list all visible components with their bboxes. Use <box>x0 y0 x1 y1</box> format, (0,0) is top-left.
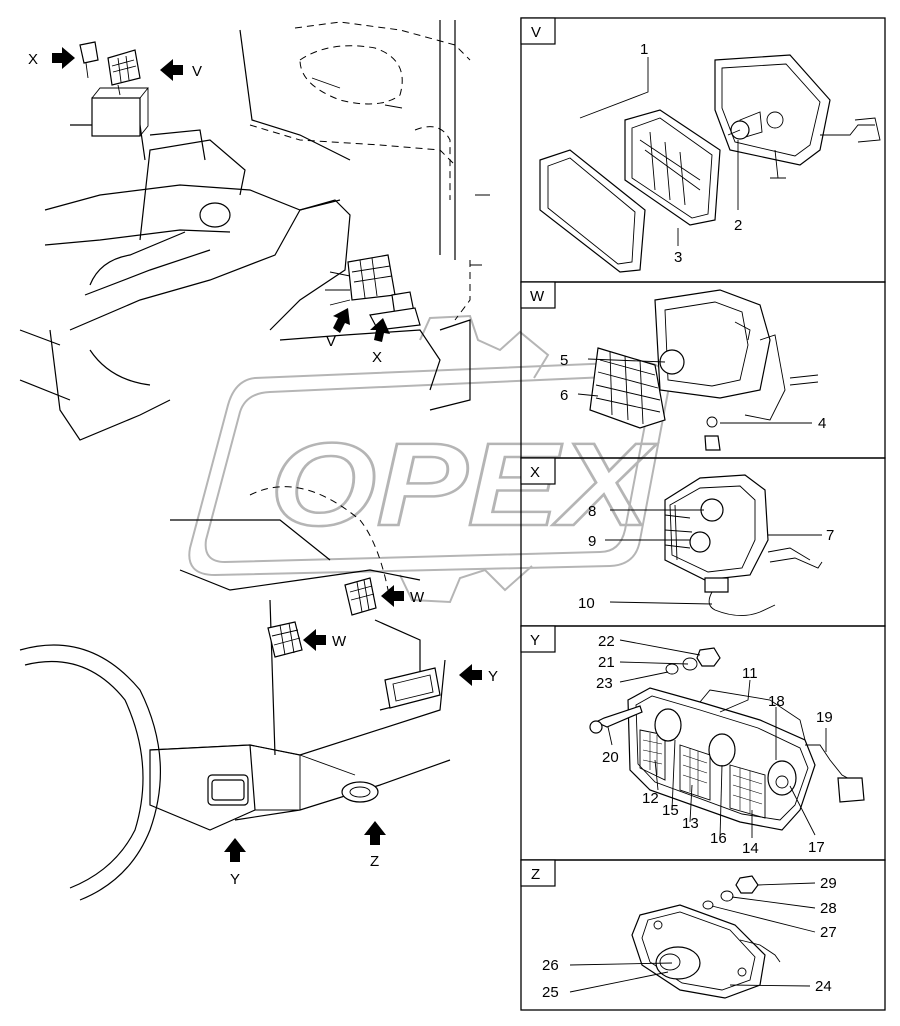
panel-letter: V <box>531 24 541 41</box>
panel-w: W 5 6 4 <box>520 281 886 459</box>
view-arrow-label: V <box>326 333 336 350</box>
callout-2: 2 <box>734 217 742 234</box>
panel-letter: X <box>530 464 540 481</box>
callout-7: 7 <box>826 527 834 544</box>
view-arrow-v-top: V <box>160 59 202 81</box>
opex-watermark: OPEX <box>188 314 670 604</box>
callout-12: 12 <box>642 790 659 807</box>
callout-17: 17 <box>808 839 825 856</box>
overview-lamp-x <box>79 41 99 79</box>
callout-10: 10 <box>578 595 595 612</box>
view-arrow-label: Y <box>230 871 240 888</box>
view-arrow-w-upper: W <box>381 585 425 607</box>
callout-11: 11 <box>742 665 758 682</box>
overview-lamp-v <box>107 49 141 96</box>
panel-letter: W <box>530 288 545 305</box>
overview-lamp-w-lower <box>267 621 303 658</box>
view-arrow-w-lower: W <box>303 629 347 651</box>
panel-letter: Z <box>531 866 540 883</box>
view-arrow-x-top: X <box>28 47 75 69</box>
overview-lamp-w-upper <box>344 577 377 616</box>
view-arrow-y-bottom: Y <box>224 838 246 888</box>
callout-25: 25 <box>542 984 559 1001</box>
view-arrow-v-mid: V <box>326 308 350 350</box>
callout-13: 13 <box>682 815 699 832</box>
panel-y: Y <box>520 625 886 861</box>
callout-9: 9 <box>588 533 596 550</box>
callout-8: 8 <box>588 503 596 520</box>
callout-14: 14 <box>742 840 759 857</box>
panel-x: X 8 9 10 7 <box>520 457 886 627</box>
view-arrow-label: V <box>192 63 202 80</box>
view-arrow-label: Y <box>488 668 498 685</box>
callout-5: 5 <box>560 352 568 369</box>
callout-20: 20 <box>602 749 619 766</box>
callout-3: 3 <box>674 249 682 266</box>
view-arrow-label: X <box>28 51 38 68</box>
callout-4: 4 <box>818 415 826 432</box>
view-arrow-label: W <box>410 589 425 606</box>
callout-19: 19 <box>816 709 833 726</box>
callout-15: 15 <box>662 802 679 819</box>
panel-z: Z 29 28 27 26 25 24 <box>520 859 886 1011</box>
view-arrow-y-right: Y <box>459 664 498 686</box>
callout-24: 24 <box>815 978 832 995</box>
callout-29: 29 <box>820 875 837 892</box>
view-arrow-label: W <box>332 633 347 650</box>
callout-21: 21 <box>598 654 615 671</box>
watermark-text: OPEX <box>270 419 657 551</box>
callout-18: 18 <box>768 693 785 710</box>
callout-1: 1 <box>640 41 648 58</box>
callout-16: 16 <box>710 830 727 847</box>
view-arrow-label: X <box>372 349 382 366</box>
view-arrow-x-mid: X <box>370 318 390 366</box>
callout-26: 26 <box>542 957 559 974</box>
panel-letter: Y <box>530 632 540 649</box>
machine-overview: X V V X W W Y Y <box>19 20 498 901</box>
callout-23: 23 <box>596 675 613 692</box>
view-arrow-label: Z <box>370 853 379 870</box>
callout-27: 27 <box>820 924 837 941</box>
view-arrow-z-bottom: Z <box>364 821 386 870</box>
callout-28: 28 <box>820 900 837 917</box>
callout-6: 6 <box>560 387 568 404</box>
panel-v: V 1 2 3 <box>520 17 886 283</box>
callout-22: 22 <box>598 633 615 650</box>
